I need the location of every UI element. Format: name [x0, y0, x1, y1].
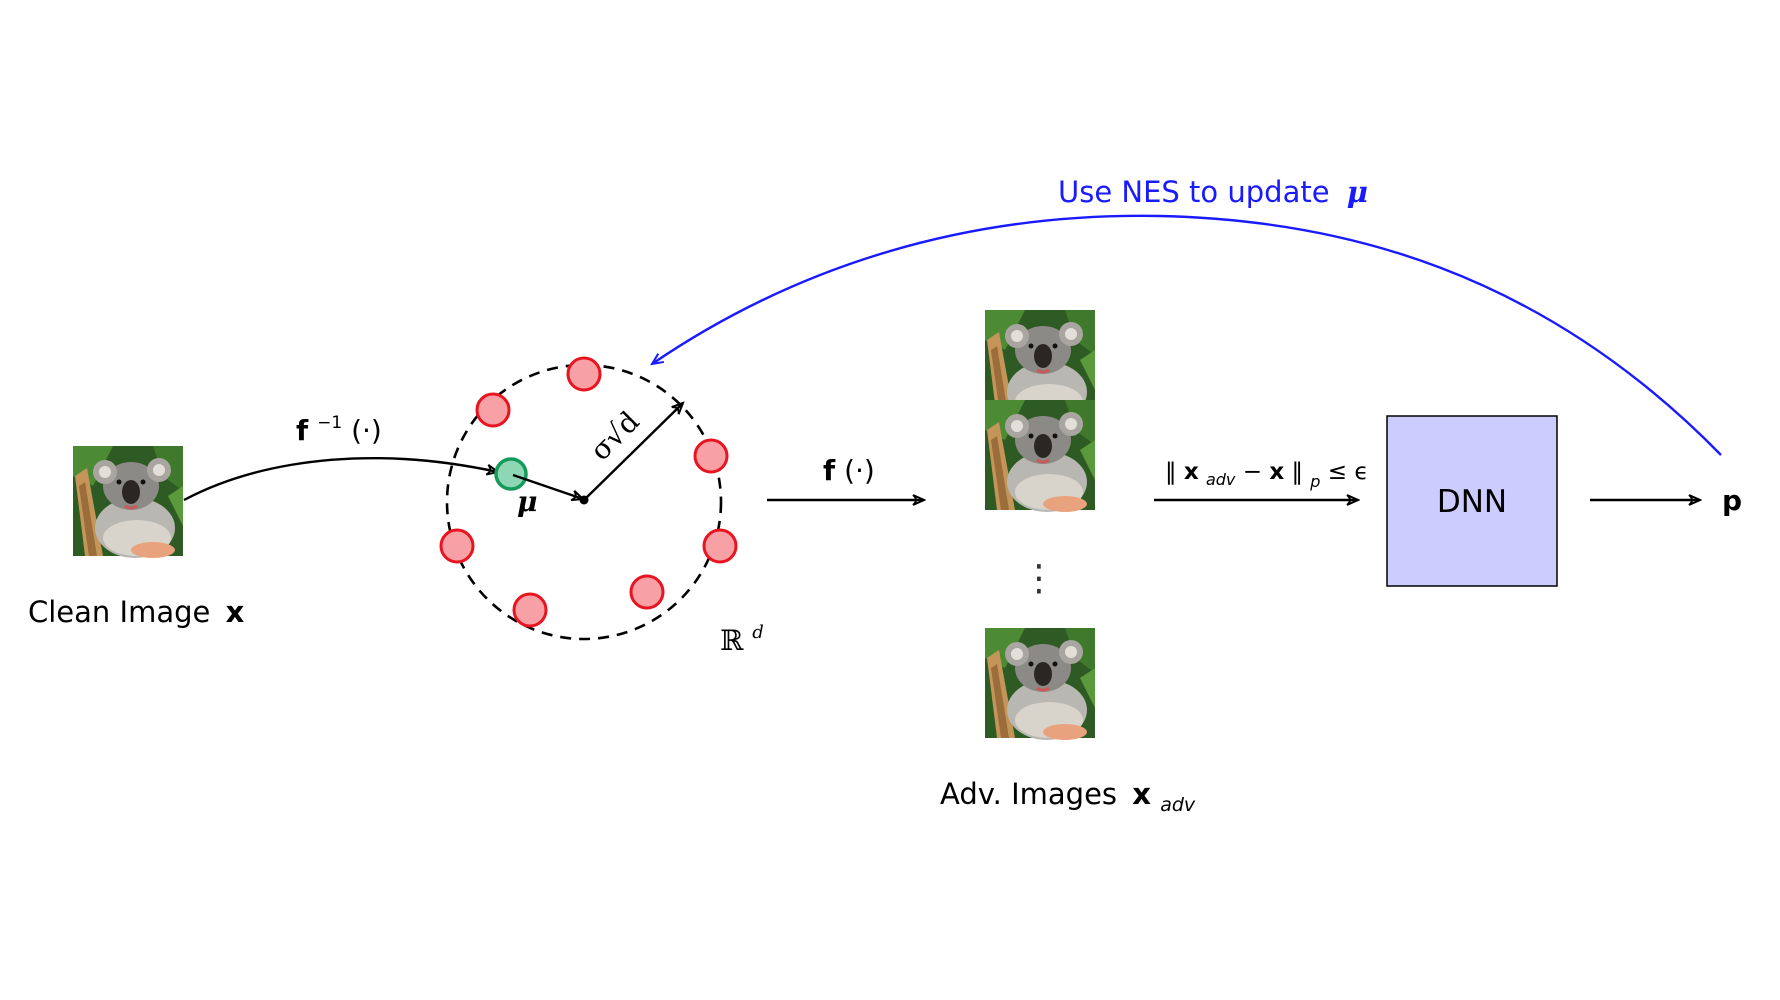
clean-image-caption: Clean Image x [28, 595, 245, 629]
forward-map-label: f (·) [823, 454, 875, 487]
sample-point [512, 592, 548, 628]
constraint-label: ‖ x adv − x ‖ p ≤ ϵ [1165, 459, 1368, 493]
inverse-map-label: f −1 (·) [296, 402, 382, 447]
sample-point [566, 356, 602, 392]
adv-images [983, 308, 1097, 742]
sample-point [475, 392, 511, 428]
koala-image-icon [71, 444, 185, 560]
vdots: ⋮ [1021, 558, 1057, 599]
space-label: ℝ d [720, 622, 764, 657]
output-label: p [1722, 484, 1742, 517]
koala-image-icon [983, 626, 1097, 742]
radius-label: σ√d [584, 405, 646, 467]
feedback-arrow [652, 214, 1722, 456]
mean-vector-arrow [512, 473, 583, 499]
radius-arrow [583, 403, 683, 501]
inverse-map-arrow [183, 456, 498, 502]
clean-image [71, 444, 185, 560]
feedback-label: Use NES to update μ [1058, 175, 1368, 209]
dnn-label: DNN [1437, 484, 1507, 520]
adv-images-caption: Adv. Images x adv [940, 777, 1196, 816]
sample-points [439, 356, 738, 628]
sample-point [702, 528, 738, 564]
sample-point [629, 574, 665, 610]
mean-point [494, 457, 528, 491]
sample-point [693, 438, 729, 474]
sample-point [439, 528, 475, 564]
dnn-box [1386, 415, 1558, 587]
koala-image-icon [983, 398, 1097, 514]
mean-label: μ [517, 485, 538, 518]
gaussian-sphere [445, 363, 723, 641]
